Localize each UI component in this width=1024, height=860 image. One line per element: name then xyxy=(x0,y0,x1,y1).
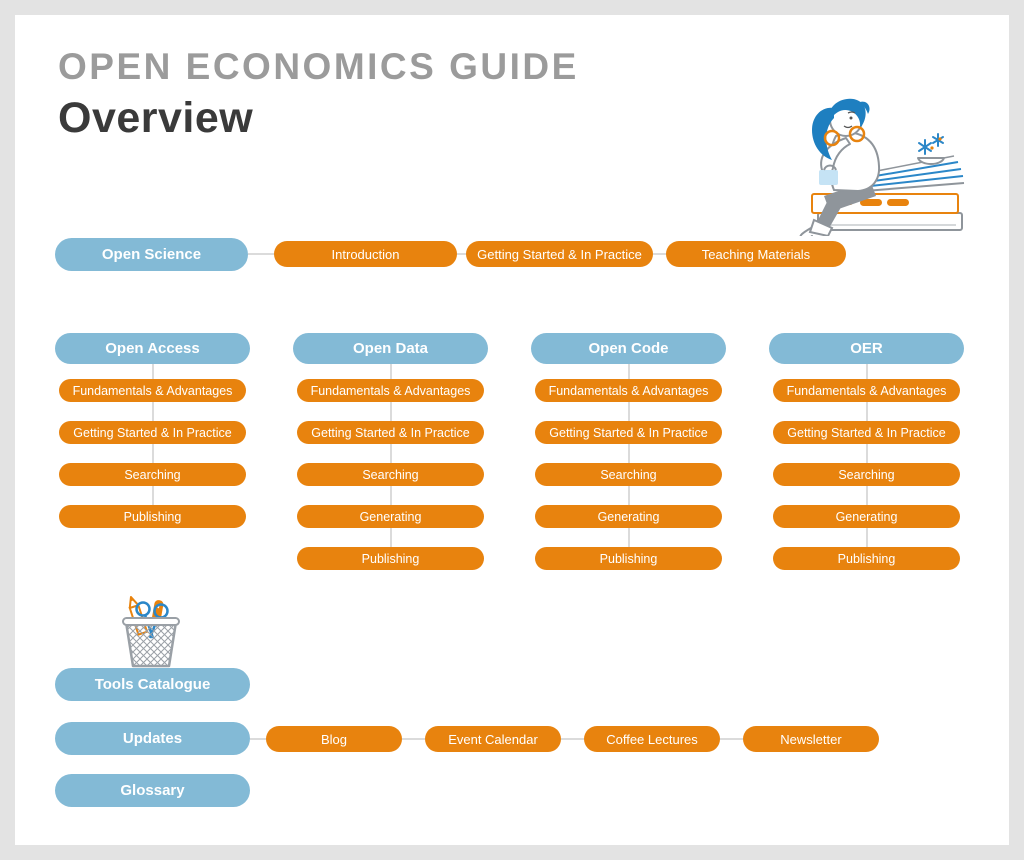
node-open-data-fundamentals[interactable]: Fundamentals & Advantages xyxy=(297,379,484,402)
node-open-code-getting-started[interactable]: Getting Started & In Practice xyxy=(535,421,722,444)
node-glossary[interactable]: Glossary xyxy=(55,774,250,807)
node-open-code-generating[interactable]: Generating xyxy=(535,505,722,528)
node-open-access-getting-started[interactable]: Getting Started & In Practice xyxy=(59,421,246,444)
node-open-access-publishing[interactable]: Publishing xyxy=(59,505,246,528)
node-oer-fundamentals[interactable]: Fundamentals & Advantages xyxy=(773,379,960,402)
node-blog[interactable]: Blog xyxy=(266,726,402,752)
node-open-code-searching[interactable]: Searching xyxy=(535,463,722,486)
node-open-data-searching[interactable]: Searching xyxy=(297,463,484,486)
connector-line xyxy=(389,349,392,558)
connector-line xyxy=(627,349,630,558)
node-oer-searching[interactable]: Searching xyxy=(773,463,960,486)
node-open-code[interactable]: Open Code xyxy=(531,333,726,364)
node-open-access[interactable]: Open Access xyxy=(55,333,250,364)
connector-line xyxy=(248,253,274,255)
node-tools-catalogue[interactable]: Tools Catalogue xyxy=(55,668,250,701)
node-oer-publishing[interactable]: Publishing xyxy=(773,547,960,570)
column-oer: OER Fundamentals & Advantages Getting St… xyxy=(769,333,964,570)
column-open-data: Open Data Fundamentals & Advantages Gett… xyxy=(293,333,488,570)
node-updates[interactable]: Updates xyxy=(55,722,250,755)
node-open-data-publishing[interactable]: Publishing xyxy=(297,547,484,570)
node-open-access-fundamentals[interactable]: Fundamentals & Advantages xyxy=(59,379,246,402)
node-open-science[interactable]: Open Science xyxy=(55,238,248,271)
node-oer[interactable]: OER xyxy=(769,333,964,364)
connector-line xyxy=(402,738,425,740)
guide-suptitle: OPEN ECONOMICS GUIDE xyxy=(58,46,579,87)
node-oer-getting-started[interactable]: Getting Started & In Practice xyxy=(773,421,960,444)
node-open-data-generating[interactable]: Generating xyxy=(297,505,484,528)
connector-line xyxy=(720,738,743,740)
node-oer-generating[interactable]: Generating xyxy=(773,505,960,528)
node-newsletter[interactable]: Newsletter xyxy=(743,726,879,752)
node-introduction[interactable]: Introduction xyxy=(274,241,457,267)
node-teaching-materials[interactable]: Teaching Materials xyxy=(666,241,846,267)
node-getting-started-open-science[interactable]: Getting Started & In Practice xyxy=(466,241,653,267)
connector-line xyxy=(653,253,666,255)
connector-line xyxy=(457,253,466,255)
connector-line xyxy=(561,738,584,740)
node-open-code-fundamentals[interactable]: Fundamentals & Advantages xyxy=(535,379,722,402)
column-open-code: Open Code Fundamentals & Advantages Gett… xyxy=(531,333,726,570)
node-open-code-publishing[interactable]: Publishing xyxy=(535,547,722,570)
node-coffee-lectures[interactable]: Coffee Lectures xyxy=(584,726,720,752)
page-title: Overview xyxy=(58,94,254,142)
node-event-calendar[interactable]: Event Calendar xyxy=(425,726,561,752)
node-open-data-getting-started[interactable]: Getting Started & In Practice xyxy=(297,421,484,444)
node-open-data[interactable]: Open Data xyxy=(293,333,488,364)
connector-line xyxy=(865,349,868,558)
connector-line xyxy=(250,738,266,740)
column-open-access: Open Access Fundamentals & Advantages Ge… xyxy=(55,333,250,528)
node-open-access-searching[interactable]: Searching xyxy=(59,463,246,486)
